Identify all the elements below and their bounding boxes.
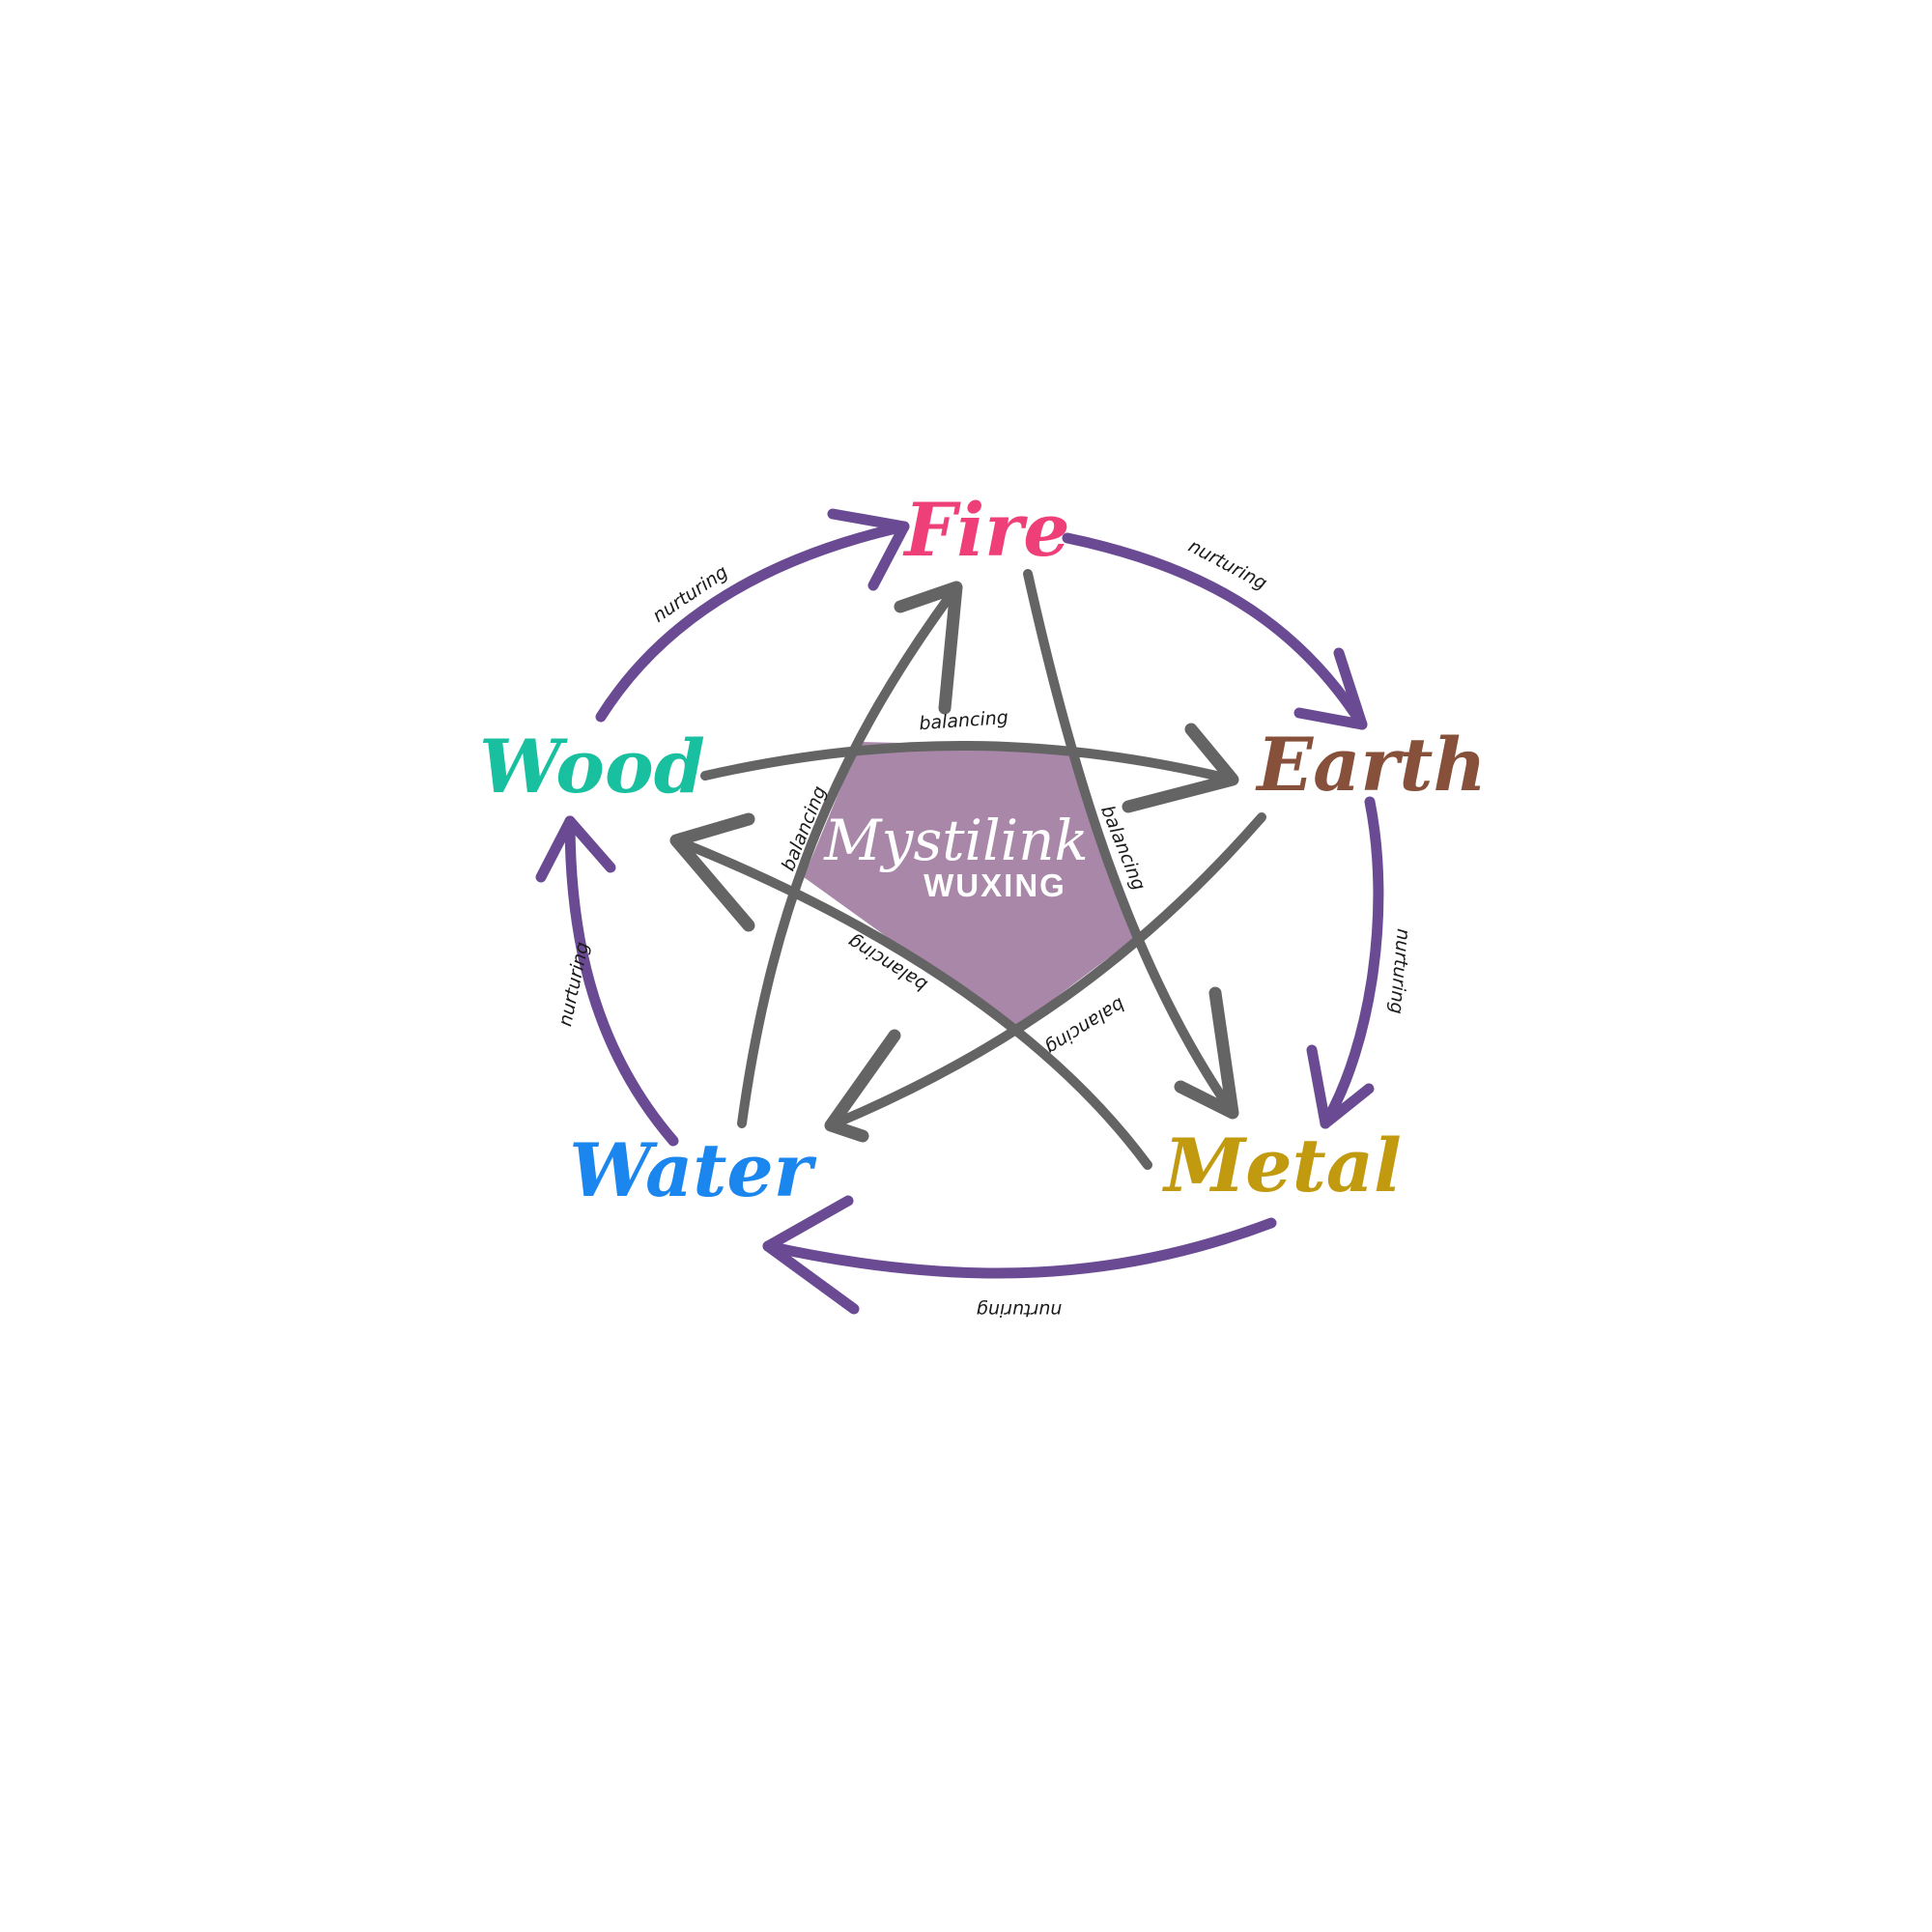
nurturing-arrow-earth-metal	[1320, 796, 1384, 1129]
element-wood: Wood	[479, 724, 705, 810]
nurturing-arrowhead-wood-fire	[827, 508, 910, 591]
center-subtitle: WUXING	[923, 867, 1066, 903]
balancing-arrowhead-water-fire	[894, 581, 963, 715]
nurturing-arrow-wood-fire	[595, 521, 910, 723]
balancing-arrow-fire-metal	[1023, 569, 1237, 1118]
nurturing-arrow-water-wood	[564, 815, 679, 1147]
balancing-arrowhead-metal-wood	[669, 812, 755, 932]
balancing-arrowhead-fire-metal	[1174, 986, 1239, 1120]
label-nurturing-metal-water: nurturing	[977, 1299, 1063, 1321]
balancing-arrow-earth-water	[826, 812, 1266, 1130]
element-metal: Metal	[1161, 1122, 1402, 1208]
balancing-cycle	[669, 569, 1266, 1170]
nurturing-arrowhead-metal-water	[762, 1195, 860, 1315]
nurturing-arrow-metal-water	[762, 1217, 1277, 1279]
label-nurturing-earth-metal: nurturing	[1385, 927, 1414, 1014]
nurturing-cycle	[535, 508, 1384, 1315]
balancing-arrowhead-earth-water	[824, 1029, 901, 1143]
element-water: Water	[569, 1127, 816, 1213]
nurturing-arrowhead-fire-earth	[1293, 647, 1368, 730]
balancing-arrow-metal-wood	[671, 836, 1152, 1170]
element-labels: Fire Earth Metal Water Wood	[479, 487, 1487, 1213]
center-title: Mystilink	[823, 808, 1088, 873]
nurturing-arrowhead-water-wood	[535, 815, 616, 883]
element-fire: Fire	[902, 487, 1069, 573]
center-pentagon	[804, 742, 1136, 1029]
label-balancing-wood-earth: balancing	[919, 707, 1009, 734]
nurturing-arrow-fire-earth	[1062, 532, 1368, 730]
balancing-arrowhead-wood-earth	[1122, 723, 1239, 813]
balancing-arrow-water-fire	[737, 582, 961, 1128]
nurturing-arrowhead-earth-metal	[1306, 1044, 1375, 1129]
balancing-arrow-wood-earth	[700, 741, 1237, 784]
element-earth: Earth	[1255, 722, 1487, 808]
